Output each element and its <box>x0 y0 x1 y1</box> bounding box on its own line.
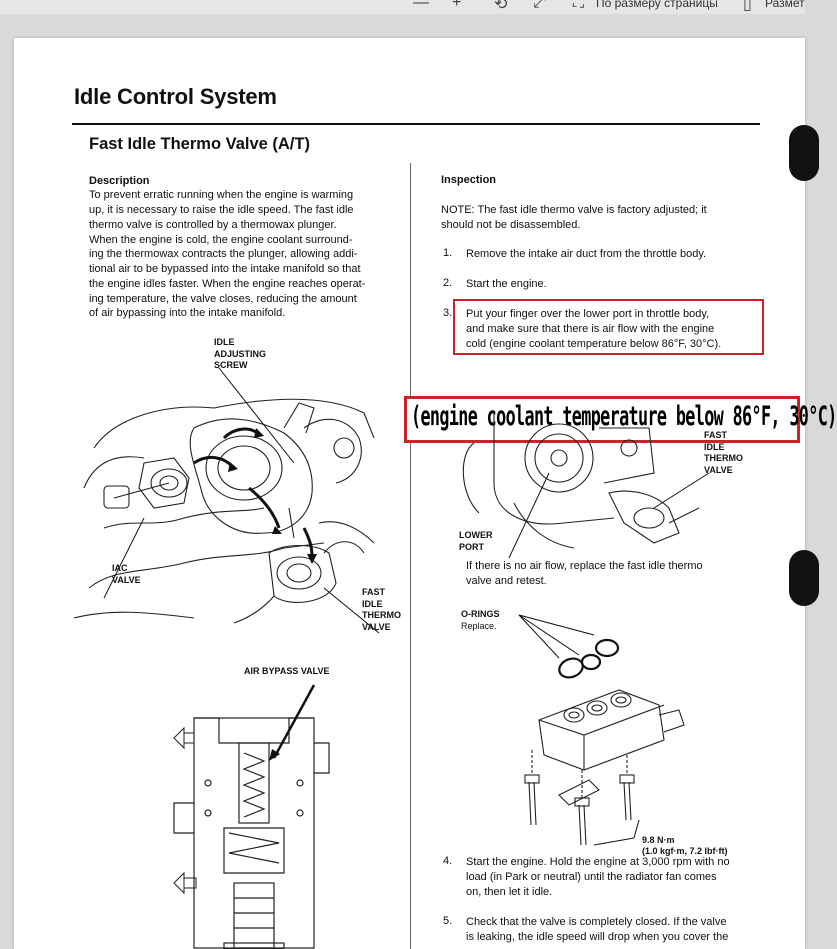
description-line: thermo valve is controlled by a thermowa… <box>89 219 337 231</box>
replace-label: Replace. <box>461 621 497 631</box>
description-line: When the engine is cold, the engine cool… <box>89 234 353 246</box>
step-number: 4. <box>443 855 453 867</box>
no-air-flow-text: If there is no air flow, replace the fas… <box>466 560 703 572</box>
step-number: 2. <box>443 277 453 289</box>
step-text: and make sure that there is air flow wit… <box>466 323 715 335</box>
title-rule <box>72 123 760 125</box>
torque-spec-alt: (1.0 kgf·m, 7.2 lbf·ft) <box>642 846 728 856</box>
torque-spec: 9.8 N·m <box>642 835 675 845</box>
description-line: ing the thermowax contracts the plunger,… <box>89 248 358 260</box>
fit-page-button[interactable]: По размеру страницы <box>596 0 718 10</box>
description-line: the engine idles faster. When the engine… <box>89 278 366 290</box>
layout-icon: ▯ <box>743 0 752 13</box>
engine-throttle-body-illustration <box>73 367 380 634</box>
description-line: up, it is necessary to raise the idle sp… <box>89 204 354 216</box>
zoomed-callout-text: (engine coolant temperature below 86°F, … <box>411 401 837 432</box>
note-line: NOTE: The fast idle thermo valve is fact… <box>441 204 707 216</box>
step-text: on, then let it idle. <box>466 886 553 898</box>
air-bypass-valve-cross-section <box>173 684 330 949</box>
page-title: Idle Control System <box>74 84 277 109</box>
step-number: 5. <box>443 915 453 927</box>
step-text: cold (engine coolant temperature below 8… <box>466 338 722 350</box>
description-line: ing temperature, the valve closes, reduc… <box>89 293 357 305</box>
step-text: Put your finger over the lower port in t… <box>466 308 710 320</box>
o-rings-label: O-RINGS <box>461 609 500 619</box>
step-text: Start the engine. <box>466 278 547 290</box>
iac-valve-label: IAC VALVE <box>112 563 141 585</box>
step-text: is leaking, the idle speed will drop whe… <box>466 931 729 943</box>
description-line: tional air to be bypassed into the intak… <box>89 263 361 275</box>
step-number: 3. <box>443 307 453 319</box>
zoom-in-icon[interactable]: + <box>452 0 462 11</box>
layout-button[interactable]: Размет <box>765 0 805 10</box>
step-number: 1. <box>443 247 453 259</box>
index-tab-marker <box>789 125 819 181</box>
fit-page-icon: ⛶ <box>573 0 585 11</box>
zoom-out-icon[interactable]: — <box>413 0 429 11</box>
step-text: load (in Park or neutral) until the radi… <box>466 871 717 883</box>
fast-idle-thermo-valve-label: FAST IDLE THERMO VALVE <box>704 430 743 475</box>
index-tab-marker <box>789 550 819 606</box>
column-divider <box>410 163 411 949</box>
air-bypass-valve-label: AIR BYPASS VALVE <box>244 666 330 676</box>
rotate-icon[interactable]: ⟲ <box>494 0 508 13</box>
fast-idle-valve-exploded-illustration <box>518 614 685 846</box>
description-line: of air bypassing into the intake manifol… <box>89 307 286 319</box>
section-title: Fast Idle Thermo Valve (A/T) <box>89 135 310 153</box>
highlight-box <box>453 299 764 355</box>
fullscreen-icon[interactable]: ⤢ <box>533 0 546 11</box>
throttle-body-lower-port-illustration <box>462 413 710 559</box>
description-line: To prevent erratic running when the engi… <box>89 189 354 201</box>
step-text: Check that the valve is completely close… <box>466 916 727 928</box>
step-text: Remove the intake air duct from the thro… <box>466 248 707 260</box>
fast-idle-thermo-valve-label: FAST IDLE THERMO VALVE <box>362 587 401 632</box>
document-page: Idle Control System Fast Idle Thermo Val… <box>14 38 837 949</box>
inspection-heading: Inspection <box>441 174 497 186</box>
note-line: should not be disassembled. <box>441 219 581 231</box>
viewer-toolbar: — + ⟲ ⤢ ⛶ По размеру страницы ▯ Размет <box>0 0 805 14</box>
no-air-flow-text: valve and retest. <box>466 575 547 587</box>
idle-adjusting-screw-label: IDLE ADJUSTING SCREW <box>214 337 267 370</box>
step-text: Start the engine. Hold the engine at 3,0… <box>466 856 730 868</box>
lower-port-label: LOWER PORT <box>459 530 493 552</box>
zoomed-callout: (engine coolant temperature below 86°F, … <box>404 396 837 443</box>
description-heading: Description <box>89 175 150 187</box>
